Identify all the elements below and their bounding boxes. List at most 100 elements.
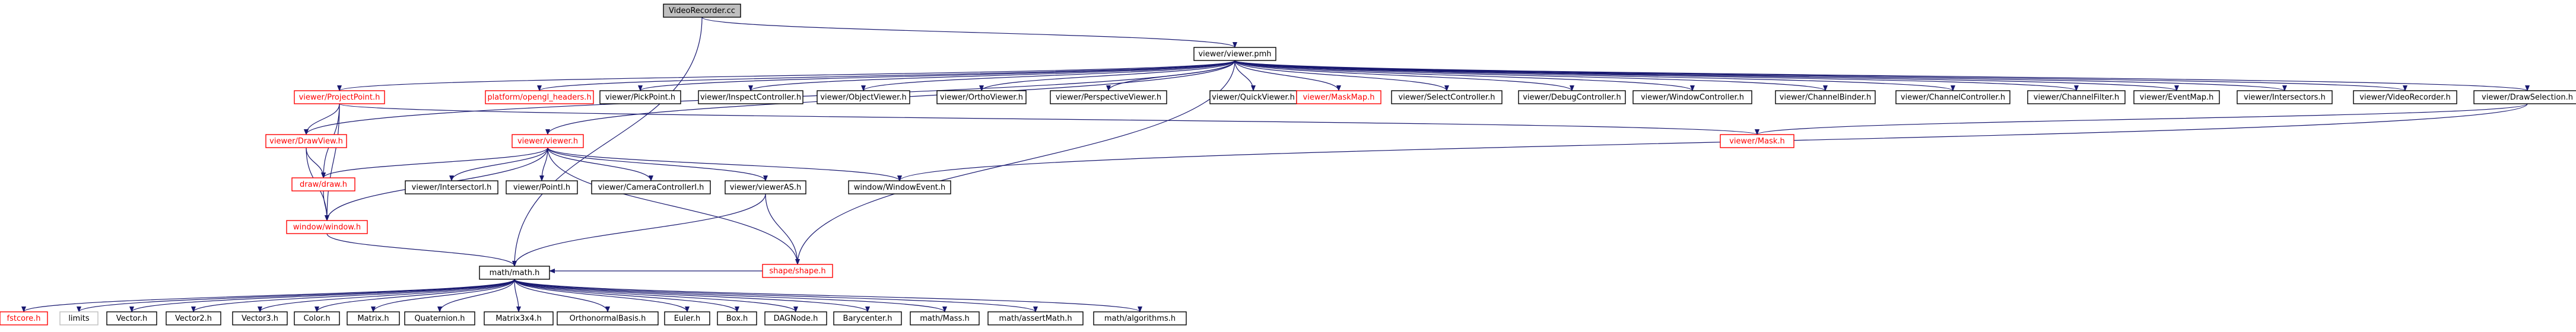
node-box xyxy=(717,311,757,325)
node-label: viewer/Intersectors.h xyxy=(2244,93,2326,102)
node-videorecorder-h[interactable]: viewer/VideoRecorder.h xyxy=(2353,90,2457,104)
node-box xyxy=(725,180,806,194)
node-quaternion-h[interactable]: Quaternion.h xyxy=(404,311,475,325)
node-dagnode-h[interactable]: DAGNode.h xyxy=(764,311,827,325)
edge-viewer-pmh-to-channelcontroller-h xyxy=(1234,60,1955,91)
node-label: viewer/WindowController.h xyxy=(1641,93,1744,102)
edge-math-h-to-mass-h xyxy=(514,279,947,312)
node-box xyxy=(484,311,554,325)
node-channelcontroller-h[interactable]: viewer/ChannelController.h xyxy=(1895,90,2010,104)
node-label: viewer/IntersectorI.h xyxy=(412,183,492,192)
node-drawview-h[interactable]: viewer/DrawView.h xyxy=(265,134,347,148)
node-fstcore-h[interactable]: fstcore.h xyxy=(0,311,48,325)
node-shape-h[interactable]: shape/shape.h xyxy=(762,264,833,278)
edge xyxy=(514,279,947,312)
node-opengl-headers-h[interactable]: platform/opengl_headers.h xyxy=(485,90,594,104)
node-drawselection-h[interactable]: viewer/DrawSelection.h xyxy=(2473,90,2576,104)
edge-viewer-h-to-windowevent-h xyxy=(547,147,902,181)
edge xyxy=(1234,60,2530,91)
node-vector2-h[interactable]: Vector2.h xyxy=(166,311,221,325)
node-box xyxy=(294,90,385,104)
edge xyxy=(1234,60,1574,91)
node-intersectors-h[interactable]: viewer/Intersectors.h xyxy=(2237,90,2333,104)
node-box xyxy=(1895,90,2010,104)
edge xyxy=(258,279,515,312)
edge-vieweras-h-to-math-h xyxy=(512,193,766,267)
edge xyxy=(514,279,870,312)
node-intersectori-h[interactable]: viewer/IntersectorI.h xyxy=(405,180,498,194)
node-barycenter-h[interactable]: Barycenter.h xyxy=(833,311,902,325)
node-euler-h[interactable]: Euler.h xyxy=(664,311,710,325)
node-viewer-pmh[interactable]: viewer/viewer.pmh xyxy=(1193,47,1276,61)
edge xyxy=(129,279,515,312)
node-box xyxy=(1518,90,1626,104)
node-vector-h[interactable]: Vector.h xyxy=(106,311,157,325)
node-channelfilter-h[interactable]: viewer/ChannelFilter.h xyxy=(2027,90,2126,104)
node-assertmath-h[interactable]: math/assertMath.h xyxy=(987,311,1084,325)
node-cameracontrolleri-h[interactable]: viewer/CameraControllerI.h xyxy=(591,180,711,194)
edge xyxy=(449,147,548,181)
node-box xyxy=(936,90,1027,104)
edge-math-h-to-assertmath-h xyxy=(514,279,1038,312)
edge-viewer-pmh-to-shape-h xyxy=(795,60,1235,265)
node-box-h[interactable]: Box.h xyxy=(717,311,757,325)
node-draw-h[interactable]: draw/draw.h xyxy=(291,177,355,191)
edge-drawselection-h-to-mask-h xyxy=(1755,103,2528,135)
edge-math-h-to-barycenter-h xyxy=(514,279,870,312)
node-viewer-h[interactable]: viewer/viewer.h xyxy=(512,134,584,148)
edge-viewer-h-to-shape-h xyxy=(547,147,800,265)
node-box xyxy=(557,311,659,325)
node-orthonormalbasis-h[interactable]: OrthonormalBasis.h xyxy=(557,311,659,325)
node-channelbinder-h[interactable]: viewer/ChannelBinder.h xyxy=(1775,90,1876,104)
node-matrix3x4-h[interactable]: Matrix3x4.h xyxy=(484,311,554,325)
edge xyxy=(547,147,653,181)
edge-math-h-to-color-h xyxy=(315,279,515,312)
edge xyxy=(325,103,340,221)
node-maskmap-h[interactable]: viewer/MaskMap.h xyxy=(1296,90,1381,104)
node-label: viewer/viewer.pmh xyxy=(1198,50,1271,59)
node-eventmap-h[interactable]: viewer/EventMap.h xyxy=(2133,90,2220,104)
node-pointi-h[interactable]: viewer/PointI.h xyxy=(506,180,578,194)
node-label: Vector2.h xyxy=(175,314,212,323)
node-box xyxy=(591,180,711,194)
node-label: platform/opengl_headers.h xyxy=(487,93,591,102)
edge xyxy=(514,279,798,312)
node-quickviewer-h[interactable]: viewer/QuickViewer.h xyxy=(1209,90,1297,104)
node-matrix-h[interactable]: Matrix.h xyxy=(347,311,400,325)
node-windowcontroller-h[interactable]: viewer/WindowController.h xyxy=(1632,90,1752,104)
edge xyxy=(512,193,766,267)
node-selectcontroller-h[interactable]: viewer/SelectController.h xyxy=(1391,90,1503,104)
node-vector3-h[interactable]: Vector3.h xyxy=(232,311,288,325)
node-inspectcontroller-h[interactable]: viewer/InspectController.h xyxy=(698,90,803,104)
edge-viewer-pmh-to-eventmap-h xyxy=(1234,60,2179,91)
edge-math-h-to-matrix3x4-h xyxy=(514,279,521,312)
node-pickpoint-h[interactable]: viewer/PickPoint.h xyxy=(599,90,681,104)
node-label: viewer/MaskMap.h xyxy=(1303,93,1375,102)
edge xyxy=(1234,60,1695,91)
node-box xyxy=(2473,90,2576,104)
edge xyxy=(1234,60,1955,91)
node-window-h[interactable]: window/window.h xyxy=(286,220,368,234)
edge xyxy=(795,60,1235,265)
node-debugcontroller-h[interactable]: viewer/DebugController.h xyxy=(1518,90,1626,104)
node-videorecorder-cc[interactable]: VideoRecorder.cc xyxy=(663,4,741,18)
node-projectpoint-h[interactable]: viewer/ProjectPoint.h xyxy=(294,90,385,104)
node-box xyxy=(166,311,221,325)
node-box xyxy=(479,266,550,280)
node-windowevent-h[interactable]: window/WindowEvent.h xyxy=(848,180,951,194)
node-color-h[interactable]: Color.h xyxy=(294,311,340,325)
node-box xyxy=(987,311,1084,325)
node-algorithms-h[interactable]: math/algorithms.h xyxy=(1093,311,1187,325)
node-vieweras-h[interactable]: viewer/viewerAS.h xyxy=(725,180,806,194)
node-perspectiveviewer-h[interactable]: viewer/PerspectiveViewer.h xyxy=(1050,90,1167,104)
edge xyxy=(315,279,515,312)
node-box xyxy=(0,311,48,325)
node-label: Vector.h xyxy=(116,314,148,323)
node-objectviewer-h[interactable]: viewer/ObjectViewer.h xyxy=(817,90,910,104)
node-mass-h[interactable]: math/Mass.h xyxy=(910,311,980,325)
edge xyxy=(512,17,703,267)
node-math-h[interactable]: math/math.h xyxy=(479,266,550,280)
node-mask-h[interactable]: viewer/Mask.h xyxy=(1720,134,1794,148)
node-label: viewer/ProjectPoint.h xyxy=(299,93,380,102)
node-orthoviewer-h[interactable]: viewer/OrthoViewer.h xyxy=(936,90,1027,104)
